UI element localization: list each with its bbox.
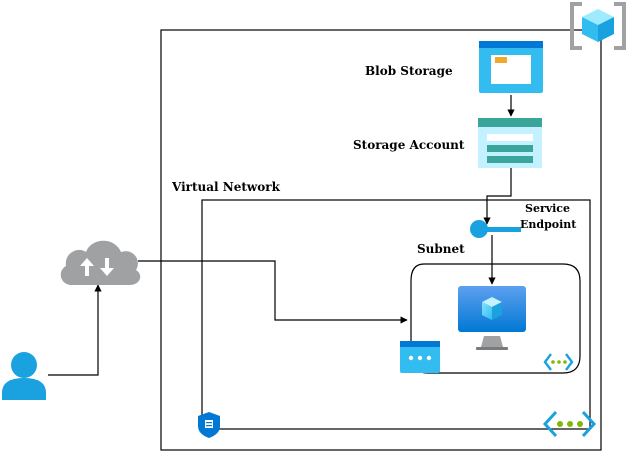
virtual-network-boundary <box>201 199 591 430</box>
virtual-network-label: Virtual Network <box>171 180 281 194</box>
network-interface-icon <box>400 341 440 373</box>
subnet-icon <box>543 353 574 371</box>
service-endpoint-label-line1: Service <box>525 202 570 215</box>
network-security-group-icon <box>198 412 220 438</box>
service-endpoint-label-line2: Endpoint <box>520 218 577 231</box>
virtual-machine-icon <box>458 286 526 350</box>
storage-to-endpoint-arrow <box>483 168 512 225</box>
storage-account-icon <box>478 118 542 168</box>
cloud-to-nic-arrow <box>138 260 408 324</box>
service-endpoint-icon <box>470 220 521 238</box>
resource-group-icon <box>570 2 626 50</box>
user-icon <box>2 352 46 400</box>
storage-account-label: Storage Account <box>353 138 465 152</box>
subnet-boundary <box>410 263 581 374</box>
subnet-label: Subnet <box>417 242 465 256</box>
resource-group-boundary <box>160 29 602 451</box>
blob-storage-label: Blob Storage <box>365 64 453 78</box>
internet-cloud-icon <box>60 240 141 285</box>
user-to-cloud-arrow <box>48 284 102 376</box>
blob-storage-icon <box>479 41 543 93</box>
virtual-network-icon <box>542 410 597 438</box>
